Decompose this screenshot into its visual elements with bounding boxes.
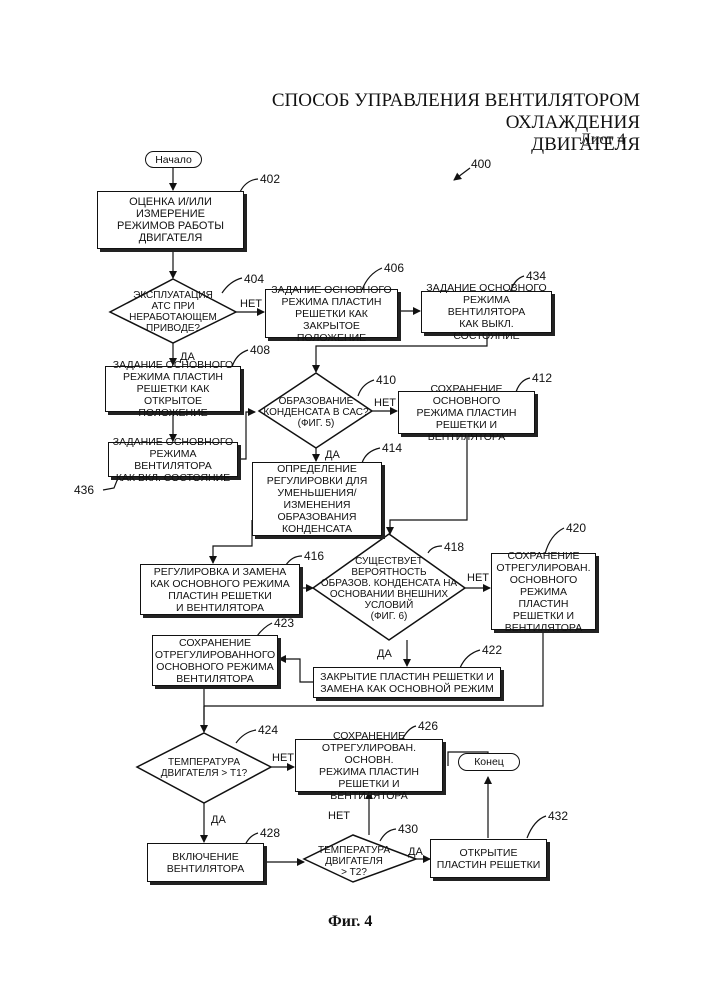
edge-414-416 bbox=[213, 520, 252, 563]
figure-ref-400: 400 bbox=[471, 157, 491, 171]
decision-410-text: ОБРАЗОВАНИЕ КОНДЕНСАТА В САС? (ФИГ. 5) bbox=[262, 393, 370, 431]
step-422-box: ЗАКРЫТИЕ ПЛАСТИН РЕШЕТКИ И ЗАМЕНА КАК ОС… bbox=[313, 667, 501, 698]
decision-424-text: ТЕМПЕРАТУРА ДВИГАТЕЛЯ > T1? bbox=[140, 755, 268, 781]
start-terminal: Начало bbox=[145, 151, 202, 168]
edge-label-418-yes: ДА bbox=[377, 648, 392, 660]
ref-418: 418 bbox=[444, 540, 464, 554]
ref-436: 436 bbox=[74, 483, 94, 497]
leader-432 bbox=[527, 816, 546, 838]
step-436-box: ЗАДАНИЕ ОСНОВНОГО РЕЖИМА ВЕНТИЛЯТОРА КАК… bbox=[108, 442, 238, 477]
ref-423: 423 bbox=[274, 616, 294, 630]
step-402-box: ОЦЕНКА И/ИЛИ ИЗМЕРЕНИЕ РЕЖИМОВ РАБОТЫ ДВ… bbox=[97, 191, 244, 249]
step-426-box: СОХРАНЕНИЕ ОТРЕГУЛИРОВАН. ОСНОВН. РЕЖИМА… bbox=[295, 739, 443, 792]
decision-404-text: ЭКСПЛУАТАЦИЯ АТС ПРИ НЕРАБОТАЮЩЕМ ПРИВОД… bbox=[112, 293, 234, 331]
edge-label-404-yes: ДА bbox=[180, 351, 195, 363]
edge-label-424-yes: ДА bbox=[211, 814, 226, 826]
edge-422-423 bbox=[279, 659, 313, 682]
step-406-box: ЗАДАНИЕ ОСНОВНОГО РЕЖИМА ПЛАСТИН РЕШЕТКИ… bbox=[265, 289, 398, 338]
edge-label-430-no: НЕТ bbox=[328, 810, 350, 822]
decision-430-text: ТЕМПЕРАТУРА ДВИГАТЕЛЯ > T2? bbox=[306, 843, 402, 879]
ref-404: 404 bbox=[244, 272, 264, 286]
ref-430: 430 bbox=[398, 822, 418, 836]
step-432-box: ОТКРЫТИЕ ПЛАСТИН РЕШЕТКИ bbox=[430, 839, 547, 878]
step-416-box: РЕГУЛИРОВКА И ЗАМЕНА КАК ОСНОВНОГО РЕЖИМ… bbox=[140, 564, 300, 615]
leader-422 bbox=[460, 650, 480, 668]
ref-412: 412 bbox=[532, 371, 552, 385]
step-423-box: СОХРАНЕНИЕ ОТРЕГУЛИРОВАННОГО ОСНОВНОГО Р… bbox=[152, 635, 278, 686]
leader-424 bbox=[236, 730, 256, 743]
leader-430 bbox=[380, 829, 396, 841]
step-408-box: ЗАДАНИЕ ОСНОВНОГО РЕЖИМА ПЛАСТИН РЕШЕТКИ… bbox=[105, 366, 241, 412]
edge-label-410-no: НЕТ bbox=[374, 397, 396, 409]
edge-436-410 bbox=[238, 412, 255, 459]
step-412-box: СОХРАНЕНИЕ ОСНОВНОГО РЕЖИМА ПЛАСТИН РЕШЕ… bbox=[398, 391, 535, 434]
ref-424: 424 bbox=[258, 723, 278, 737]
ref-408: 408 bbox=[250, 343, 270, 357]
leader-414 bbox=[362, 448, 380, 463]
step-428-box: ВКЛЮЧЕНИЕ ВЕНТИЛЯТОРА bbox=[147, 843, 264, 882]
step-414-box: ОПРЕДЕЛЕНИЕ РЕГУЛИРОВКИ ДЛЯ УМЕНЬШЕНИЯ/ … bbox=[252, 462, 382, 536]
edge-label-410-yes: ДА bbox=[325, 449, 340, 461]
ref-410: 410 bbox=[376, 373, 396, 387]
leader-418 bbox=[428, 546, 442, 553]
ref-414: 414 bbox=[382, 441, 402, 455]
ref-420: 420 bbox=[566, 521, 586, 535]
figure-caption: Фиг. 4 bbox=[328, 913, 372, 931]
ref-432: 432 bbox=[548, 809, 568, 823]
ref-428: 428 bbox=[260, 826, 280, 840]
ref-416: 416 bbox=[304, 549, 324, 563]
ref-402: 402 bbox=[260, 172, 280, 186]
ref-426: 426 bbox=[418, 719, 438, 733]
decision-418-text: СУЩЕСТВУЕТ ВЕРОЯТНОСТЬ ОБРАЗОВ. КОНДЕНСА… bbox=[314, 553, 464, 625]
ref-434: 434 bbox=[526, 269, 546, 283]
step-434-box: ЗАДАНИЕ ОСНОВНОГО РЕЖИМА ВЕНТИЛЯТОРА КАК… bbox=[421, 291, 552, 333]
edge-label-424-no: НЕТ bbox=[272, 752, 294, 764]
figure-ref-arrow bbox=[454, 168, 470, 180]
ref-422: 422 bbox=[482, 643, 502, 657]
ref-406: 406 bbox=[384, 261, 404, 275]
end-terminal: Конец bbox=[458, 753, 520, 771]
step-420-box: СОХРАНЕНИЕ ОТРЕГУЛИРОВАН. ОСНОВНОГО РЕЖИ… bbox=[491, 553, 596, 630]
edge-label-430-yes: ДА bbox=[408, 846, 423, 858]
edge-label-418-no: НЕТ bbox=[467, 572, 489, 584]
edge-label-404-no: НЕТ bbox=[240, 298, 262, 310]
